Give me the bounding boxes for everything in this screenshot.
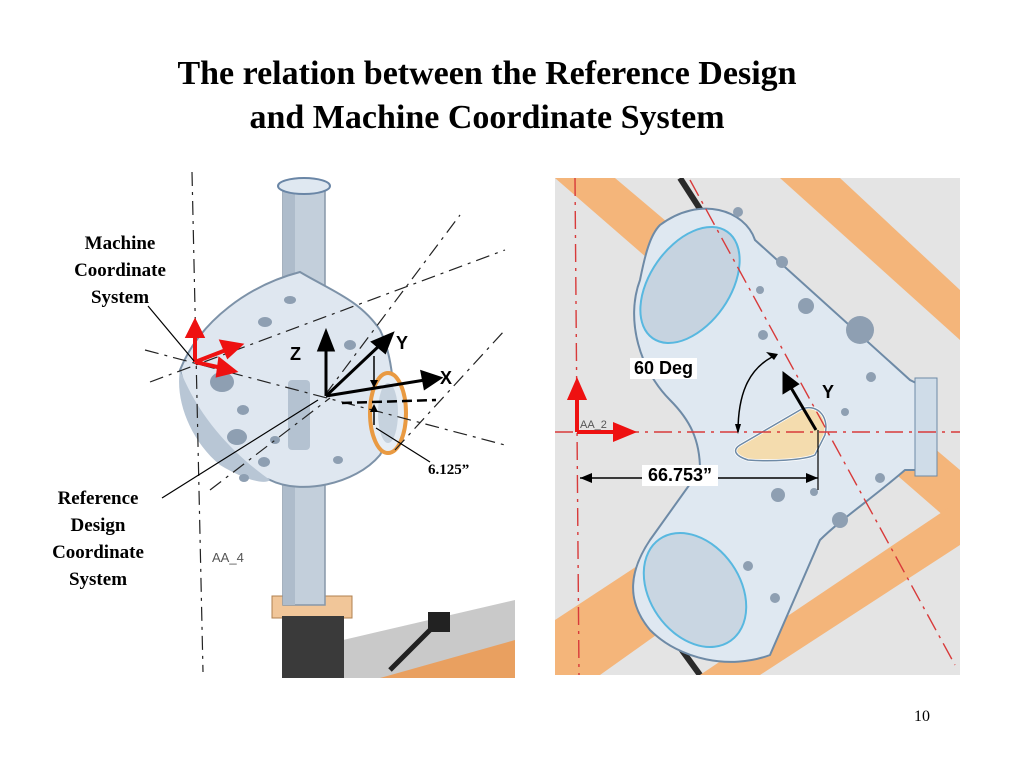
title-line-1: The relation between the Reference Desig… <box>177 55 797 92</box>
reference-design-callout: Reference Design Coordinate System <box>52 488 144 590</box>
right-dimension-label: 66.753” <box>642 465 719 486</box>
right-axis-y-label: Y <box>822 382 835 402</box>
angle-label: 60 Deg <box>630 358 698 379</box>
page-number: 10 <box>914 708 930 725</box>
machine-coordinate-callout: Machine Coordinate System <box>74 233 166 308</box>
left-dimension-label: 6.125” <box>428 462 470 478</box>
left-axis-z-label: Z <box>290 344 301 364</box>
slide-title: The relation between the Reference Desig… <box>100 52 874 140</box>
left-axis-x-label: X <box>440 368 453 388</box>
left-axis-y-label: Y <box>396 333 409 353</box>
title-line-2: and Machine Coordinate System <box>249 99 725 136</box>
right-datum-tag: AA_2 <box>580 419 607 431</box>
left-datum-tag: AA_4 <box>212 550 244 565</box>
fixture-base <box>271 595 515 678</box>
